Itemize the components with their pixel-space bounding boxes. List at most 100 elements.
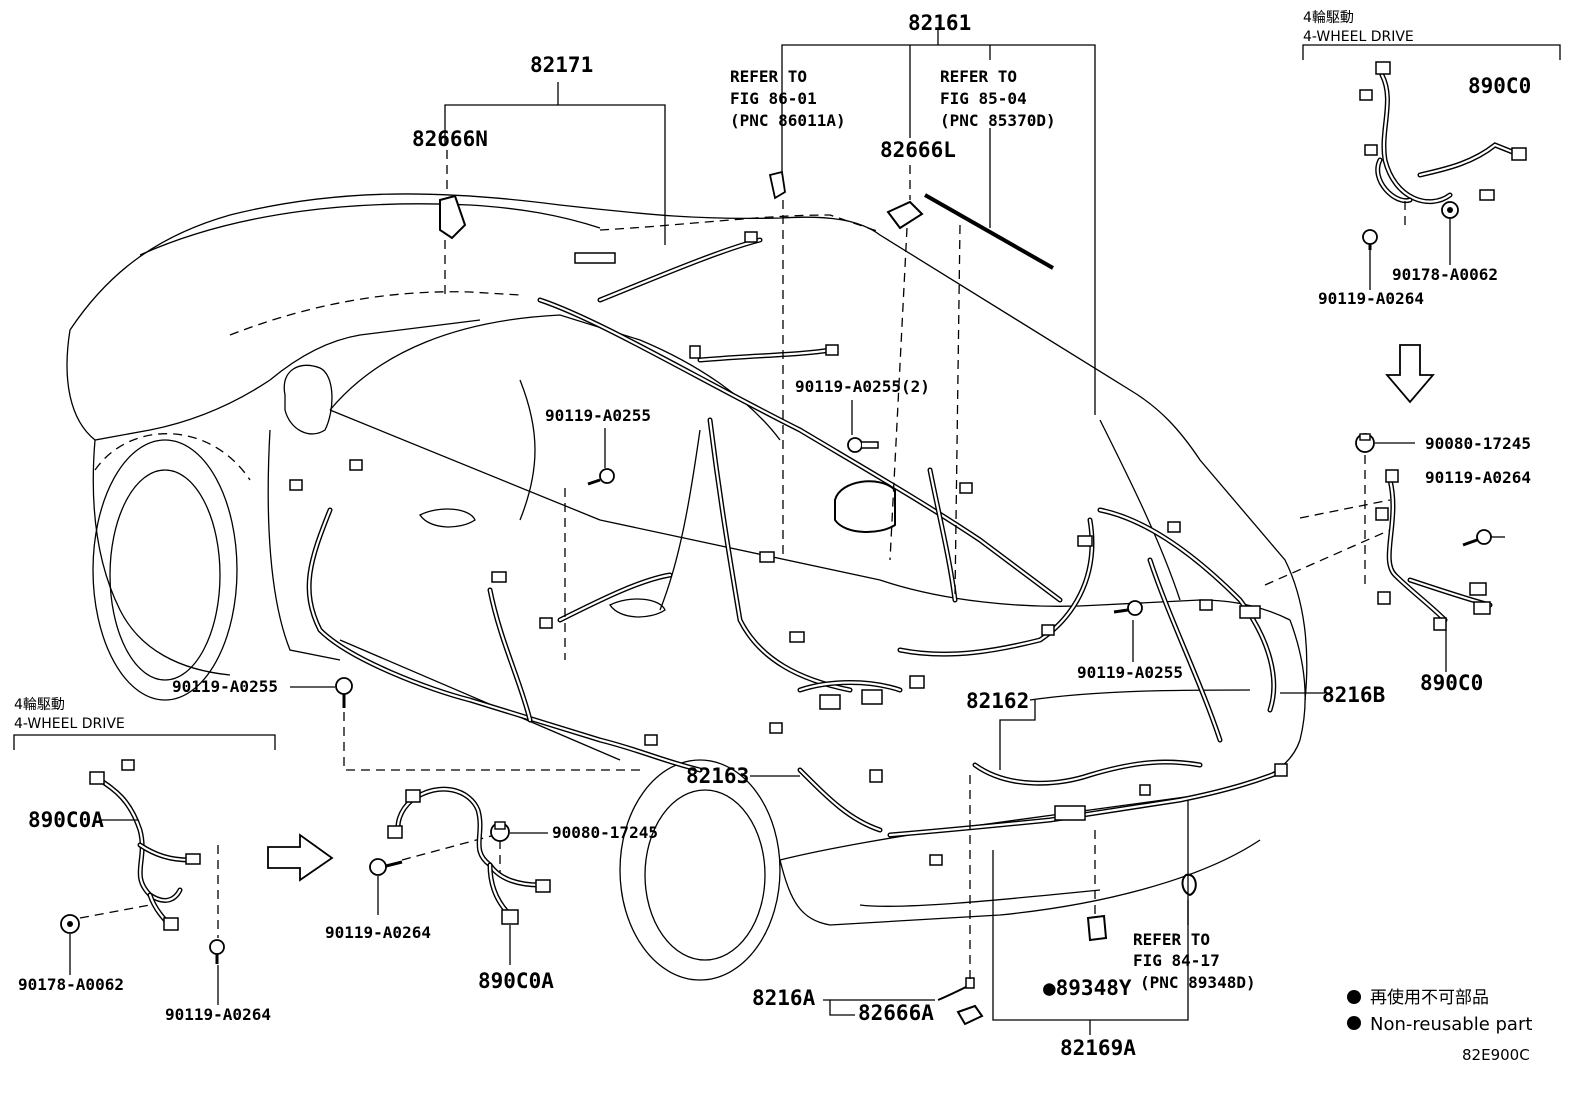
label-82666L: 82666L: [880, 138, 956, 162]
diagram-code: 82E900C: [1462, 1046, 1530, 1064]
label-refer3-line1: REFER TO: [1133, 930, 1210, 949]
label-890C0A-lower: 890C0A: [478, 969, 554, 993]
front-door-edge: [267, 429, 341, 661]
bolt-icon: [587, 468, 615, 486]
center-branch: [557, 572, 673, 623]
bolt-icon: [369, 858, 403, 876]
connector: [789, 631, 805, 643]
connector: [349, 459, 363, 471]
label-890C0-right: 890C0: [1420, 671, 1483, 695]
bolt-icon: [1362, 229, 1378, 250]
front-wheel-inner: [109, 469, 221, 681]
front-wheelarch: [94, 433, 251, 481]
legend-bullet-icon: [1347, 990, 1361, 1004]
connector: [539, 617, 553, 629]
roof-outline: [69, 193, 1308, 701]
inset-bottom-left: [13, 734, 551, 1005]
roof-dash-line: [229, 291, 521, 336]
nut-icon: [1441, 201, 1459, 219]
b-pillar: [519, 379, 536, 521]
label-82666A: 82666A: [858, 1001, 934, 1025]
label-90178-A0062-top: 90178-A0062: [1392, 265, 1498, 284]
connector: [689, 345, 701, 359]
label-refer1-line1: REFER TO: [730, 67, 807, 86]
legend-bullet-icon: [1347, 1016, 1361, 1030]
door-handle-front: [419, 508, 476, 528]
legend-en: Non-reusable part: [1370, 1014, 1532, 1035]
roof-dash-line-2: [599, 214, 881, 233]
label-82163: 82163: [686, 764, 749, 788]
label-90080-17245-lower: 90080-17245: [552, 823, 658, 842]
bolt-icon: [847, 437, 879, 453]
bolt-icon: [335, 677, 353, 708]
front-fender: [92, 439, 231, 676]
connector: [819, 694, 841, 710]
inset-tr-title-en: 4-WHEEL DRIVE: [1303, 29, 1414, 45]
connector: [289, 479, 303, 491]
label-890C0A-left: 890C0A: [28, 808, 104, 832]
nut-icon: [60, 914, 80, 934]
inset-tr-title-jp: 4輪駆動: [1303, 9, 1354, 26]
hatch-harness-left: [897, 517, 1095, 657]
label-refer1-line2: FIG 86-01: [730, 89, 817, 108]
connector: [1167, 521, 1181, 533]
side-mirror: [283, 364, 333, 435]
label-90119-A0264-right: 90119-A0264: [1425, 468, 1531, 487]
roof-harness-main: [537, 297, 1063, 603]
rear-corner: [1289, 619, 1306, 741]
bumper-harness: [887, 767, 1288, 838]
harness-890C0A: [97, 777, 183, 903]
harness-890C0A-b: [409, 786, 543, 888]
c-pillar: [659, 429, 701, 611]
front-wheel-outer: [92, 439, 238, 701]
clip-icon: [768, 170, 786, 200]
label-refer3-line3: (PNC 89348D): [1140, 973, 1256, 992]
vehicle-body: [66, 193, 1308, 981]
leader-lines: [290, 30, 1505, 1035]
nut-icon: [490, 821, 510, 842]
nut-icon: [1355, 433, 1375, 453]
rear-bumper-lip: [859, 889, 1101, 907]
label-90119-A0264-lower: 90119-A0264: [325, 923, 431, 942]
harness-890C0-b: [1386, 477, 1448, 623]
wire-8216A: [937, 984, 971, 1001]
inset-bl-title-jp: 4輪駆動: [14, 696, 65, 713]
label-90119-A0255-center: 90119-A0255: [545, 406, 651, 425]
label-8216A: 8216A: [752, 986, 816, 1010]
clip-89348Y-icon: [1086, 914, 1108, 942]
inset-bl-title-en: 4-WHEEL DRIVE: [14, 716, 125, 732]
c-pillar-harness: [707, 417, 853, 693]
connector: [1274, 763, 1288, 777]
label-82161: 82161: [908, 11, 971, 35]
labels: 82171 82666N 82161 REFER TO FIG 86-01 (P…: [14, 9, 1532, 1064]
rear-wheel-inner: [644, 789, 766, 961]
belt-line-rear: [599, 519, 881, 581]
label-refer2-line3: (PNC 85370D): [940, 111, 1056, 130]
label-82162: 82162: [966, 689, 1029, 713]
connector: [959, 482, 973, 494]
hatch-lower: [879, 579, 1291, 621]
rear-bumper-top: [779, 739, 1301, 861]
label-82666N: 82666N: [412, 127, 488, 151]
legend-jp: 再使用不可部品: [1370, 987, 1489, 1008]
standalone-parts: [335, 170, 1197, 1026]
label-90119-A0264-left: 90119-A0264: [165, 1005, 271, 1024]
bracket-82666L-icon: [886, 200, 924, 230]
arrow-down-icon: [1385, 344, 1435, 404]
connector: [1077, 535, 1093, 547]
label-82171: 82171: [530, 53, 593, 77]
bolt-icon: [1462, 529, 1492, 547]
bracket-82666N-icon: [439, 194, 467, 240]
inset-top-right: [1302, 44, 1561, 672]
rear-wheel-outer: [619, 759, 781, 981]
connector: [869, 769, 883, 783]
sensor-icon: [1181, 873, 1197, 897]
connector: [1041, 624, 1055, 636]
arrow-right-icon: [267, 833, 334, 882]
connector: [825, 344, 839, 356]
wire-harnesses: [306, 237, 1288, 838]
label-refer1-line3: (PNC 86011A): [730, 111, 846, 130]
label-90178-A0062-left: 90178-A0062: [18, 975, 124, 994]
rear-bumper-bottom: [779, 839, 1261, 926]
